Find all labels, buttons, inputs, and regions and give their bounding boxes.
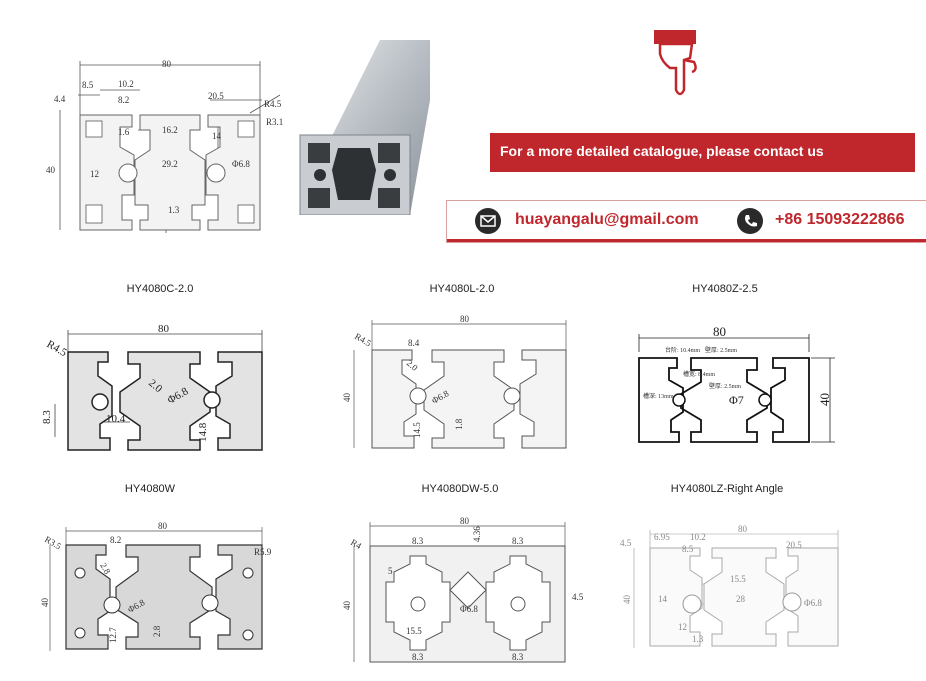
dim-text: 40 (46, 165, 56, 175)
dim-text: 壁厚: 2.5mm (709, 382, 741, 390)
dim-text: 槽宽: 8.4mm (683, 370, 715, 378)
profile-title: HY4080C-2.0 (126, 283, 194, 295)
dim-text: 40 (622, 595, 632, 605)
dim-text: 12 (90, 169, 99, 179)
dim-text: 80 (738, 524, 748, 534)
dim-text: 1.3 (168, 205, 180, 215)
dim-text: 1.3 (692, 634, 704, 644)
profile-drawing-hy4080z: 80 台阶: 10.4mm 壁厚: 2.5mm 槽宽: 8.4mm 壁厚: 2.… (625, 322, 845, 462)
dim-text: R4.5 (45, 338, 70, 359)
dim-text: 2.8 (152, 625, 162, 637)
dim-text: 14 (212, 131, 222, 141)
dim-text: 40 (342, 393, 352, 403)
mail-icon (475, 208, 501, 234)
dim-text: 槽深: 13mm (643, 392, 674, 400)
dim-text: 4.5 (572, 592, 584, 602)
dim-text: 80 (158, 521, 168, 531)
dim-text: 4.5 (620, 538, 632, 548)
dim-text: 28 (736, 594, 746, 604)
dim-text: 15.5 (730, 574, 746, 584)
profile-drawing-hy4080dw: 80 R4 8.3 4.36 8.3 5 40 Φ6.8 4.5 15.5 8.… (340, 512, 590, 677)
dim-text: 80 (162, 59, 172, 69)
dim-text: 台阶: 10.4mm (665, 346, 700, 354)
dim-text: 40 (40, 598, 50, 608)
dim-text: 4.36 (472, 526, 482, 542)
profile-drawing-hy4080lz: 80 4.5 6.95 10.2 8.5 20.5 15.5 14 28 Φ6.… (620, 524, 850, 659)
dim-text: 10.2 (690, 532, 706, 542)
contact-banner: For a more detailed catalogue, please co… (490, 133, 915, 172)
profile-title: HY4080Z-2.5 (692, 283, 758, 295)
dim-text: 15.5 (406, 626, 422, 636)
hand-pointer-icon (650, 28, 705, 105)
dim-text: 10.4 (106, 413, 126, 425)
dim-text: 5 (388, 566, 393, 576)
dim-text: 40 (817, 393, 832, 406)
dim-text: Φ6.8 (460, 604, 478, 614)
profile-title: HY4080L-2.0 (429, 283, 495, 295)
dim-text: 8.3 (512, 536, 524, 546)
dim-text: 80 (713, 324, 726, 339)
dim-text: R4.5 (353, 331, 373, 349)
extrusion-photo (290, 40, 430, 220)
dim-text: 80 (158, 323, 170, 335)
dim-text: 14.5 (412, 422, 422, 438)
dim-text: 20.5 (786, 540, 802, 550)
dim-text: R4 (349, 537, 364, 551)
phone-number[interactable]: +86 15093222866 (775, 211, 905, 228)
dim-text: 80 (460, 314, 470, 324)
profile-title: HY4080W (124, 483, 176, 495)
dim-text: 8.3 (412, 652, 424, 662)
profile-drawing-hy4080l: 80 R4.5 8.4 2.0 40 Φ6.8 14.5 1.8 (340, 310, 580, 465)
top-profile-drawing: 80 8.5 10.2 4.4 8.2 20.5 R4.5 R3.1 1.6 1… (40, 55, 300, 250)
dim-text: 1.6 (118, 127, 130, 137)
dim-text: 8.5 (682, 544, 694, 554)
dim-text: Φ7 (729, 393, 744, 407)
dim-text: R3.1 (266, 117, 283, 127)
dim-text: 29.2 (162, 159, 178, 169)
profile-title: HY4080DW-5.0 (421, 483, 499, 495)
dim-text: 12.7 (108, 627, 118, 643)
dim-text: 8.3 (412, 536, 424, 546)
dim-text: 8.5 (82, 80, 94, 90)
dim-text: 16.2 (162, 125, 178, 135)
dim-text: 20.5 (208, 91, 224, 101)
dim-text: Φ6.8 (804, 598, 822, 608)
contact-bar: huayangalu@gmail.com +86 15093222866 (446, 200, 926, 243)
dim-text: R5.9 (254, 547, 272, 557)
dim-text: 8.2 (110, 535, 121, 545)
dim-text: 14 (658, 594, 668, 604)
profile-title: HY4080LZ-Right Angle (670, 483, 784, 495)
dim-text: 14.8 (197, 422, 209, 442)
divider (447, 239, 926, 242)
profile-drawing-hy4080c: 80 R4.5 2.0 Φ6.8 8.3 10.4 14.8 (40, 312, 280, 467)
dim-text: 8.4 (408, 338, 420, 348)
dim-text: 8.2 (118, 95, 129, 105)
dim-text: 40 (342, 601, 352, 611)
dim-text: Φ6.8 (232, 159, 250, 169)
dim-text: 80 (460, 516, 470, 526)
dim-text: R4.5 (264, 99, 282, 109)
dim-text: 6.95 (654, 532, 670, 542)
dim-text: 10.2 (118, 79, 134, 89)
dim-text: 8.3 (512, 652, 524, 662)
email-link[interactable]: huayangalu@gmail.com (515, 211, 699, 228)
dim-text: R3.5 (43, 534, 63, 552)
dim-text: 12 (678, 622, 687, 632)
profile-drawing-hy4080w: 80 R3.5 8.2 2.8 R5.9 40 Φ6.8 12.7 2.8 (40, 515, 280, 670)
dim-text: 1.8 (454, 418, 464, 430)
dim-text: 壁厚: 2.5mm (705, 346, 737, 354)
dim-text: 4.4 (54, 94, 66, 104)
phone-icon (737, 208, 763, 234)
dim-text: 8.3 (41, 410, 53, 424)
